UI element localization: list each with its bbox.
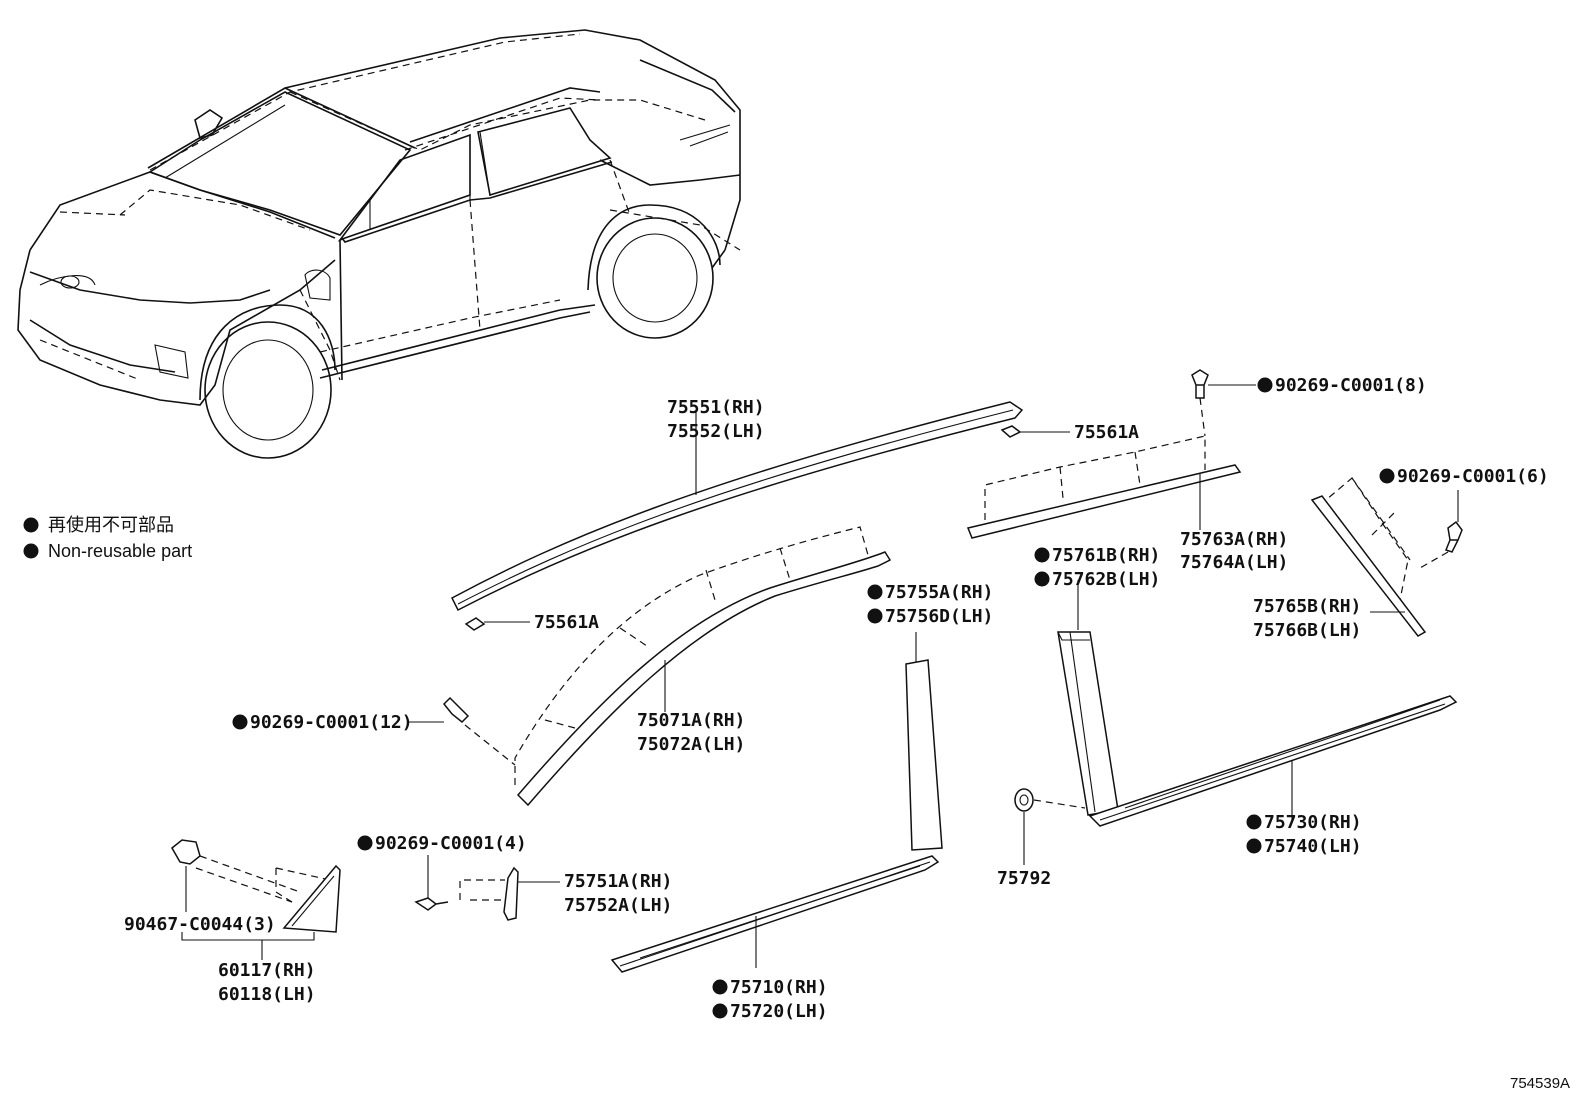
label-75072a: 75072A(LH)	[637, 734, 745, 755]
non-reusable-bullet-icon	[1246, 838, 1262, 854]
label-75762b: 75762B(LH)	[1052, 569, 1160, 590]
legend-english: Non-reusable part	[48, 541, 192, 561]
label-75561a-top: 75561A	[1074, 422, 1139, 443]
label-75764a: 75764A(LH)	[1180, 552, 1288, 573]
label-90467: 90467-C0044(3)	[124, 914, 276, 935]
label-75763a: 75763A(RH)	[1180, 529, 1288, 550]
clip-icon	[1445, 520, 1463, 553]
label-75071a: 75071A(RH)	[637, 710, 745, 731]
clip-icon	[442, 696, 470, 724]
non-reusable-bullet-icon	[1034, 547, 1050, 563]
non-reusable-bullet-icon	[23, 517, 39, 533]
label-75752a: 75752A(LH)	[564, 895, 672, 916]
label-clip-12: 90269-C0001(12)	[250, 712, 413, 733]
label-clip-8: 90269-C0001(8)	[1275, 375, 1427, 396]
front-door-rear-garnish: 75751A(RH) 75752A(LH)	[459, 866, 672, 921]
clip-90269-8: 90269-C0001(8)	[1191, 369, 1427, 437]
clip-75561a-left: 75561A	[464, 612, 599, 633]
clip-icon	[414, 897, 449, 911]
non-reusable-bullet-icon	[1034, 571, 1050, 587]
label-75710: 75710(RH)	[730, 977, 828, 998]
rear-belt-molding: 75730(RH) 75740(LH)	[1088, 695, 1458, 857]
non-reusable-bullet-icon	[867, 608, 883, 624]
rear-quarter-molding: 75765B(RH) 75766B(LH)	[1253, 477, 1427, 641]
label-clip-6: 90269-C0001(6)	[1397, 466, 1549, 487]
non-reusable-bullet-icon	[23, 543, 39, 559]
label-75751a: 75751A(RH)	[564, 871, 672, 892]
label-75551: 75551(RH)	[667, 397, 765, 418]
front-door-pillar-garnish: 75755A(RH) 75756D(LH)	[867, 582, 993, 851]
label-75756d: 75756D(LH)	[885, 606, 993, 627]
diagram-code: 754539A	[1510, 1075, 1570, 1092]
front-door-frame-molding: 75071A(RH) 75072A(LH)	[514, 526, 892, 807]
non-reusable-bullet-icon	[232, 714, 248, 730]
clip-90269-6: 90269-C0001(6)	[1379, 466, 1549, 569]
non-reusable-bullet-icon	[712, 979, 728, 995]
clip-icon	[1191, 369, 1209, 399]
label-75740: 75740(LH)	[1264, 836, 1362, 857]
grommet-75792: 75792	[997, 788, 1086, 889]
legend: 再使用不可部品 Non-reusable part	[23, 515, 192, 561]
label-75561a-left: 75561A	[534, 612, 599, 633]
mirror-corner-cover: 90467-C0044(3) 60117(RH) 60118(LH)	[124, 839, 341, 1005]
label-75765b: 75765B(RH)	[1253, 596, 1361, 617]
rear-door-upper-molding: 75763A(RH) 75764A(LH)	[966, 435, 1288, 573]
front-belt-molding: 75710(RH) 75720(LH)	[610, 855, 940, 1022]
non-reusable-bullet-icon	[1246, 814, 1262, 830]
clip-90269-12: 90269-C0001(12)	[232, 696, 516, 766]
label-75720: 75720(LH)	[730, 1001, 828, 1022]
non-reusable-bullet-icon	[712, 1003, 728, 1019]
label-75730: 75730(RH)	[1264, 812, 1362, 833]
grommet-icon	[1014, 788, 1034, 812]
clip-90269-4: 90269-C0001(4)	[357, 833, 527, 911]
label-60117: 60117(RH)	[218, 960, 316, 981]
label-75766b: 75766B(LH)	[1253, 620, 1361, 641]
label-75761b: 75761B(RH)	[1052, 545, 1160, 566]
clip-icon	[171, 839, 201, 865]
label-75552: 75552(LH)	[667, 421, 765, 442]
label-75792: 75792	[997, 868, 1051, 889]
car-illustration	[17, 29, 741, 459]
clip-75561a-top: 75561A	[1000, 422, 1139, 443]
non-reusable-bullet-icon	[1379, 468, 1395, 484]
roof-molding: 75551(RH) 75552(LH)	[451, 397, 1024, 612]
rear-door-pillar-garnish: 75761B(RH) 75762B(LH)	[1034, 545, 1160, 816]
non-reusable-bullet-icon	[867, 584, 883, 600]
non-reusable-bullet-icon	[1257, 377, 1273, 393]
non-reusable-bullet-icon	[357, 835, 373, 851]
label-60118: 60118(LH)	[218, 984, 316, 1005]
label-75755a: 75755A(RH)	[885, 582, 993, 603]
legend-japanese: 再使用不可部品	[48, 515, 174, 535]
label-clip-4: 90269-C0001(4)	[375, 833, 527, 854]
